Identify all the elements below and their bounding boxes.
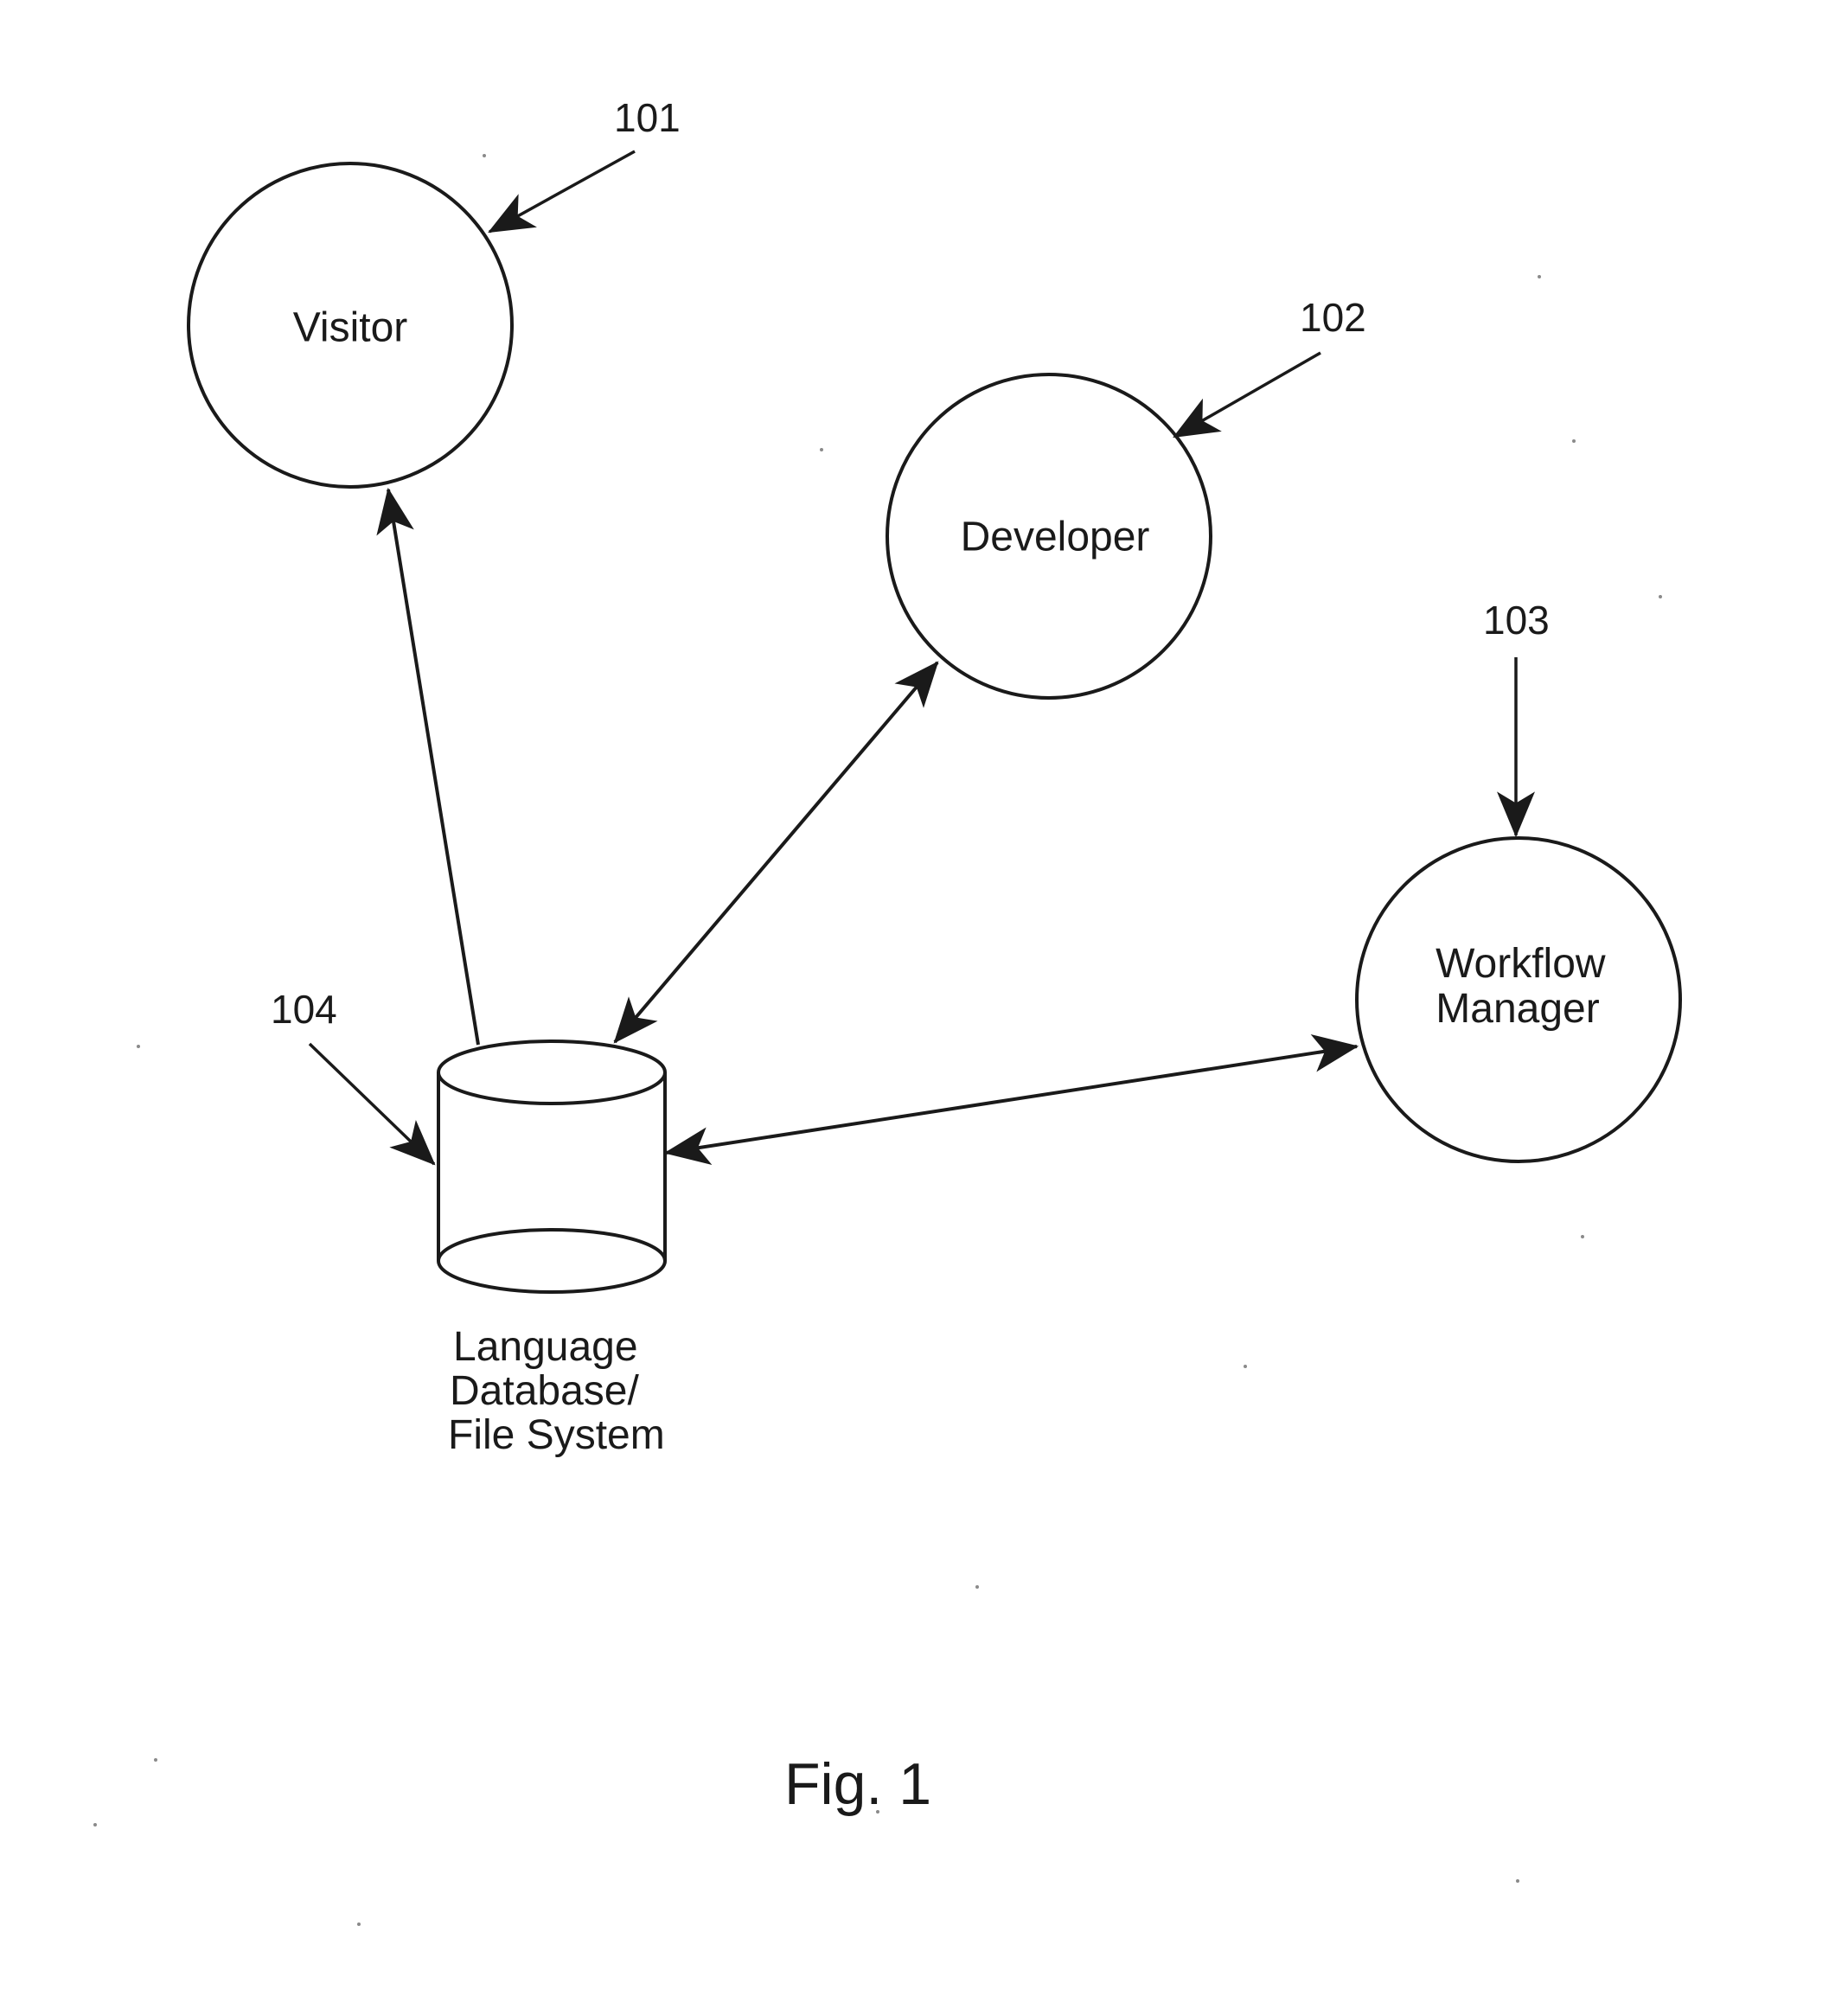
- language-database-label-line-3: File System: [448, 1412, 665, 1458]
- developer-label: Developer: [961, 515, 1150, 560]
- reference-numeral-102: 102: [1300, 295, 1366, 340]
- leader-arrow-102: [1174, 353, 1320, 437]
- reference-103: 103: [1483, 598, 1550, 835]
- language-database-label: Language Database/ File System: [448, 1324, 665, 1458]
- workflow-manager-node: Workflow Manager: [1357, 838, 1680, 1161]
- reference-101: 101: [489, 95, 681, 232]
- reference-numeral-101: 101: [614, 95, 681, 140]
- language-database-node: Language Database/ File System: [438, 1041, 665, 1458]
- edge-database-developer: [615, 662, 937, 1042]
- reference-numeral-104: 104: [271, 987, 337, 1032]
- workflow-manager-label-line-1: Workflow: [1436, 941, 1606, 987]
- workflow-manager-label: Workflow Manager: [1436, 941, 1617, 1032]
- reference-102: 102: [1174, 295, 1366, 437]
- edge-database-workflow-manager: [666, 1046, 1357, 1153]
- reference-numeral-103: 103: [1483, 598, 1550, 643]
- leader-arrow-104: [310, 1044, 434, 1164]
- visitor-node: Visitor: [189, 163, 512, 487]
- language-database-label-line-2: Database/: [450, 1368, 639, 1414]
- reference-104: 104: [271, 987, 434, 1164]
- database-cylinder-top: [438, 1041, 665, 1104]
- edge-database-to-visitor: [388, 489, 478, 1045]
- visitor-label: Visitor: [293, 305, 408, 351]
- language-database-label-line-1: Language: [453, 1324, 638, 1370]
- developer-node: Developer: [887, 374, 1211, 698]
- database-cylinder-body: [438, 1072, 665, 1292]
- leader-arrow-101: [489, 151, 635, 232]
- figure-caption: Fig. 1: [784, 1751, 931, 1817]
- workflow-manager-label-line-2: Manager: [1436, 986, 1599, 1032]
